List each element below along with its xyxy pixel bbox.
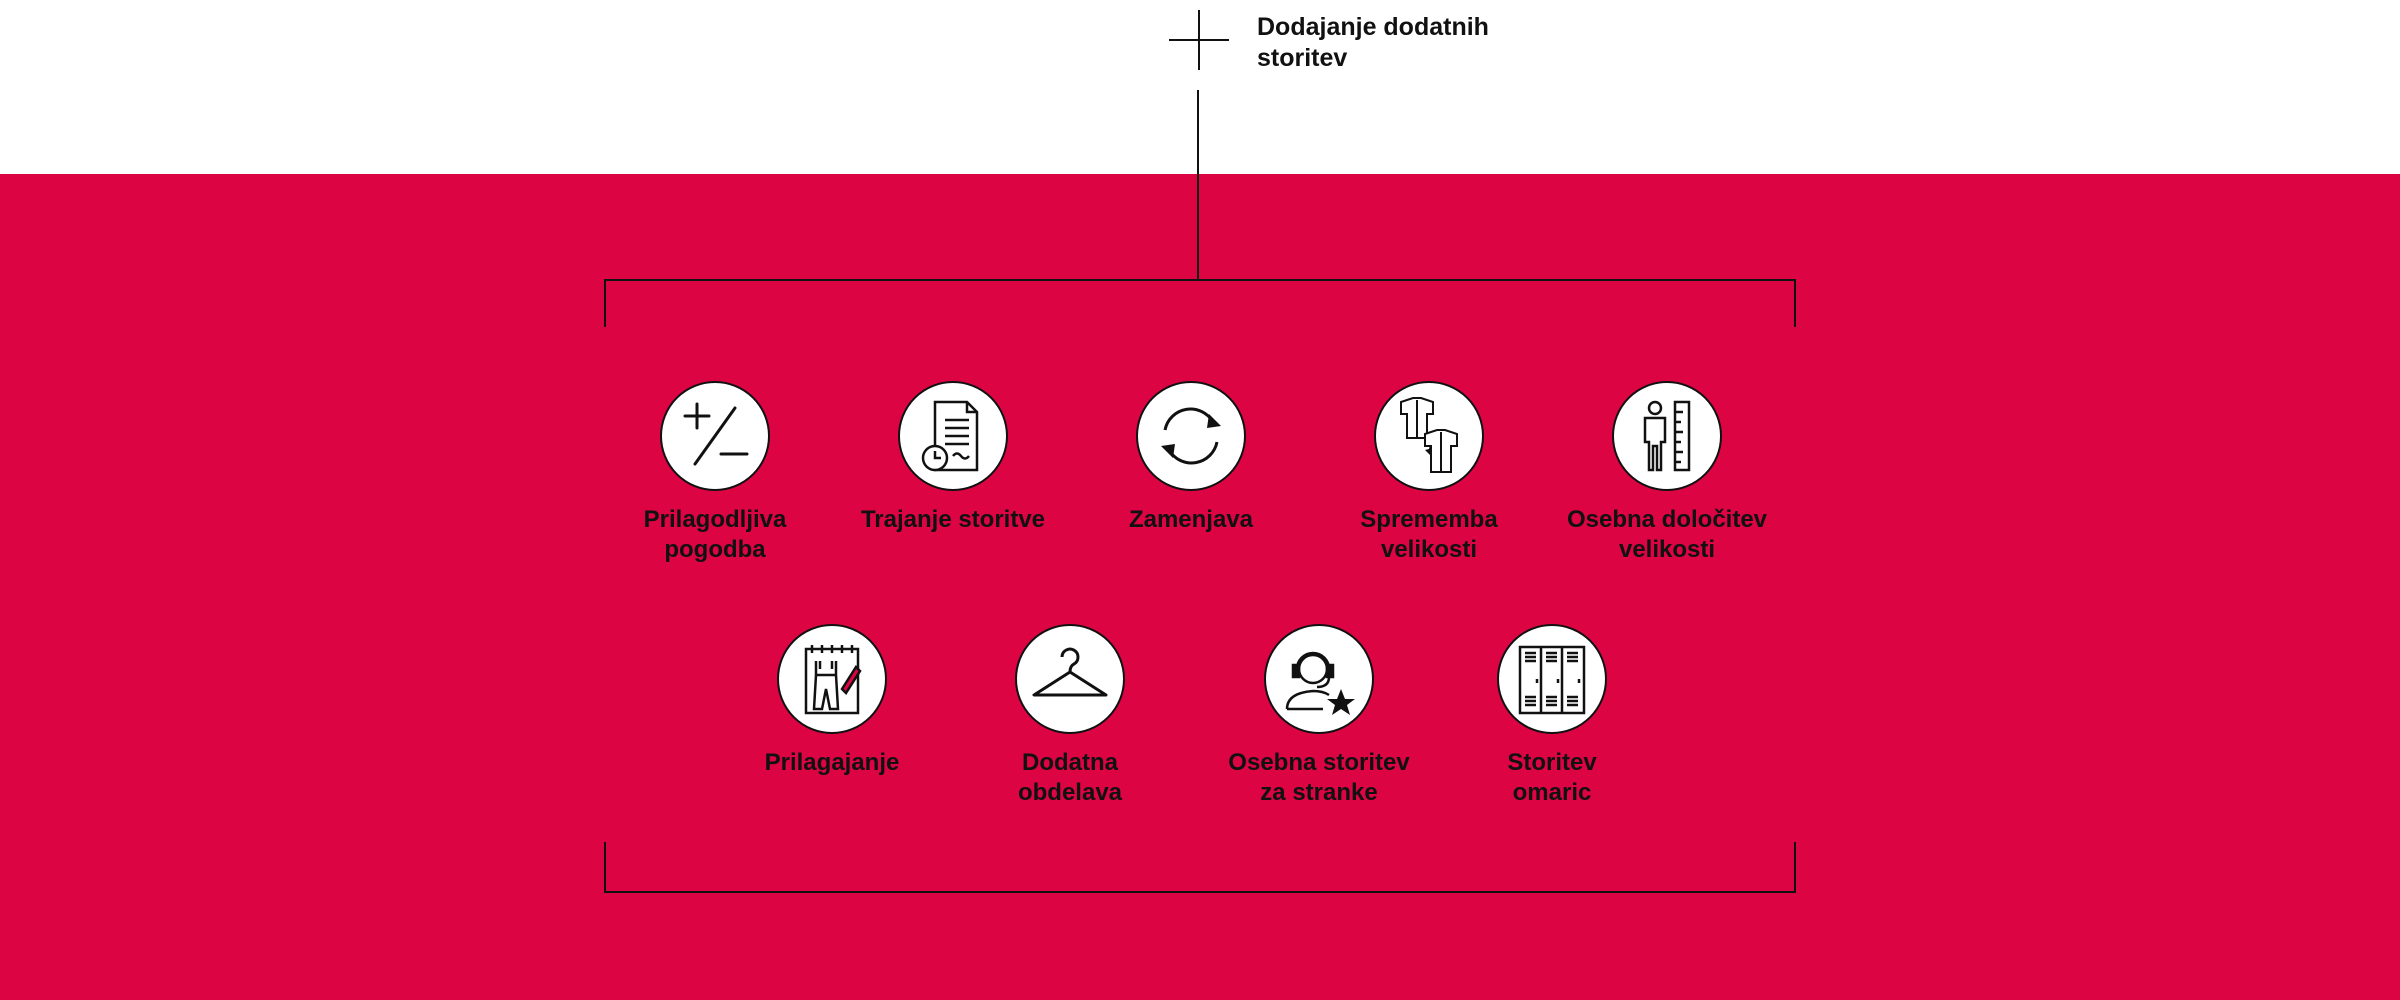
service-label: Storitev omaric xyxy=(1507,749,1597,806)
service-additional-processing[interactable]: Dodatna obdelava xyxy=(940,624,1200,808)
service-lockers[interactable]: Storitev omaric xyxy=(1422,624,1682,808)
service-duration[interactable]: Trajanje storitve xyxy=(823,381,1083,535)
service-label: Osebna storitev za stranke xyxy=(1228,749,1410,806)
lockers-icon xyxy=(1497,624,1607,734)
headset-star-icon xyxy=(1264,624,1374,734)
service-personal-sizing[interactable]: Osebna določitev velikosti xyxy=(1537,381,1797,565)
service-flexible-contract[interactable]: Prilagodljiva pogodba xyxy=(585,381,845,565)
contract-clock-icon xyxy=(898,381,1008,491)
header-title: Dodajanje dodatnih storitev xyxy=(1257,13,1489,72)
plus-minus-icon xyxy=(660,381,770,491)
plus-icon xyxy=(1169,10,1229,70)
service-size-change[interactable]: Sprememba velikosti xyxy=(1299,381,1559,565)
service-label: Dodatna obdelava xyxy=(1017,749,1123,806)
service-label: Prilagodljiva pogodba xyxy=(643,506,787,563)
service-label: Zamenjava xyxy=(1128,506,1254,533)
service-label: Sprememba velikosti xyxy=(1360,506,1498,563)
garment-swap-icon xyxy=(1374,381,1484,491)
service-label: Osebna določitev velikosti xyxy=(1566,506,1768,563)
service-label: Prilagajanje xyxy=(764,749,900,776)
red-background-band xyxy=(0,174,2400,1000)
service-label: Trajanje storitve xyxy=(860,506,1046,533)
service-personal-customer-service[interactable]: Osebna storitev za stranke xyxy=(1189,624,1449,808)
overalls-tailoring-icon xyxy=(777,624,887,734)
person-ruler-icon xyxy=(1612,381,1722,491)
refresh-icon xyxy=(1136,381,1246,491)
service-alterations[interactable]: Prilagajanje xyxy=(702,624,962,778)
service-exchange[interactable]: Zamenjava xyxy=(1061,381,1321,535)
hanger-icon xyxy=(1015,624,1125,734)
